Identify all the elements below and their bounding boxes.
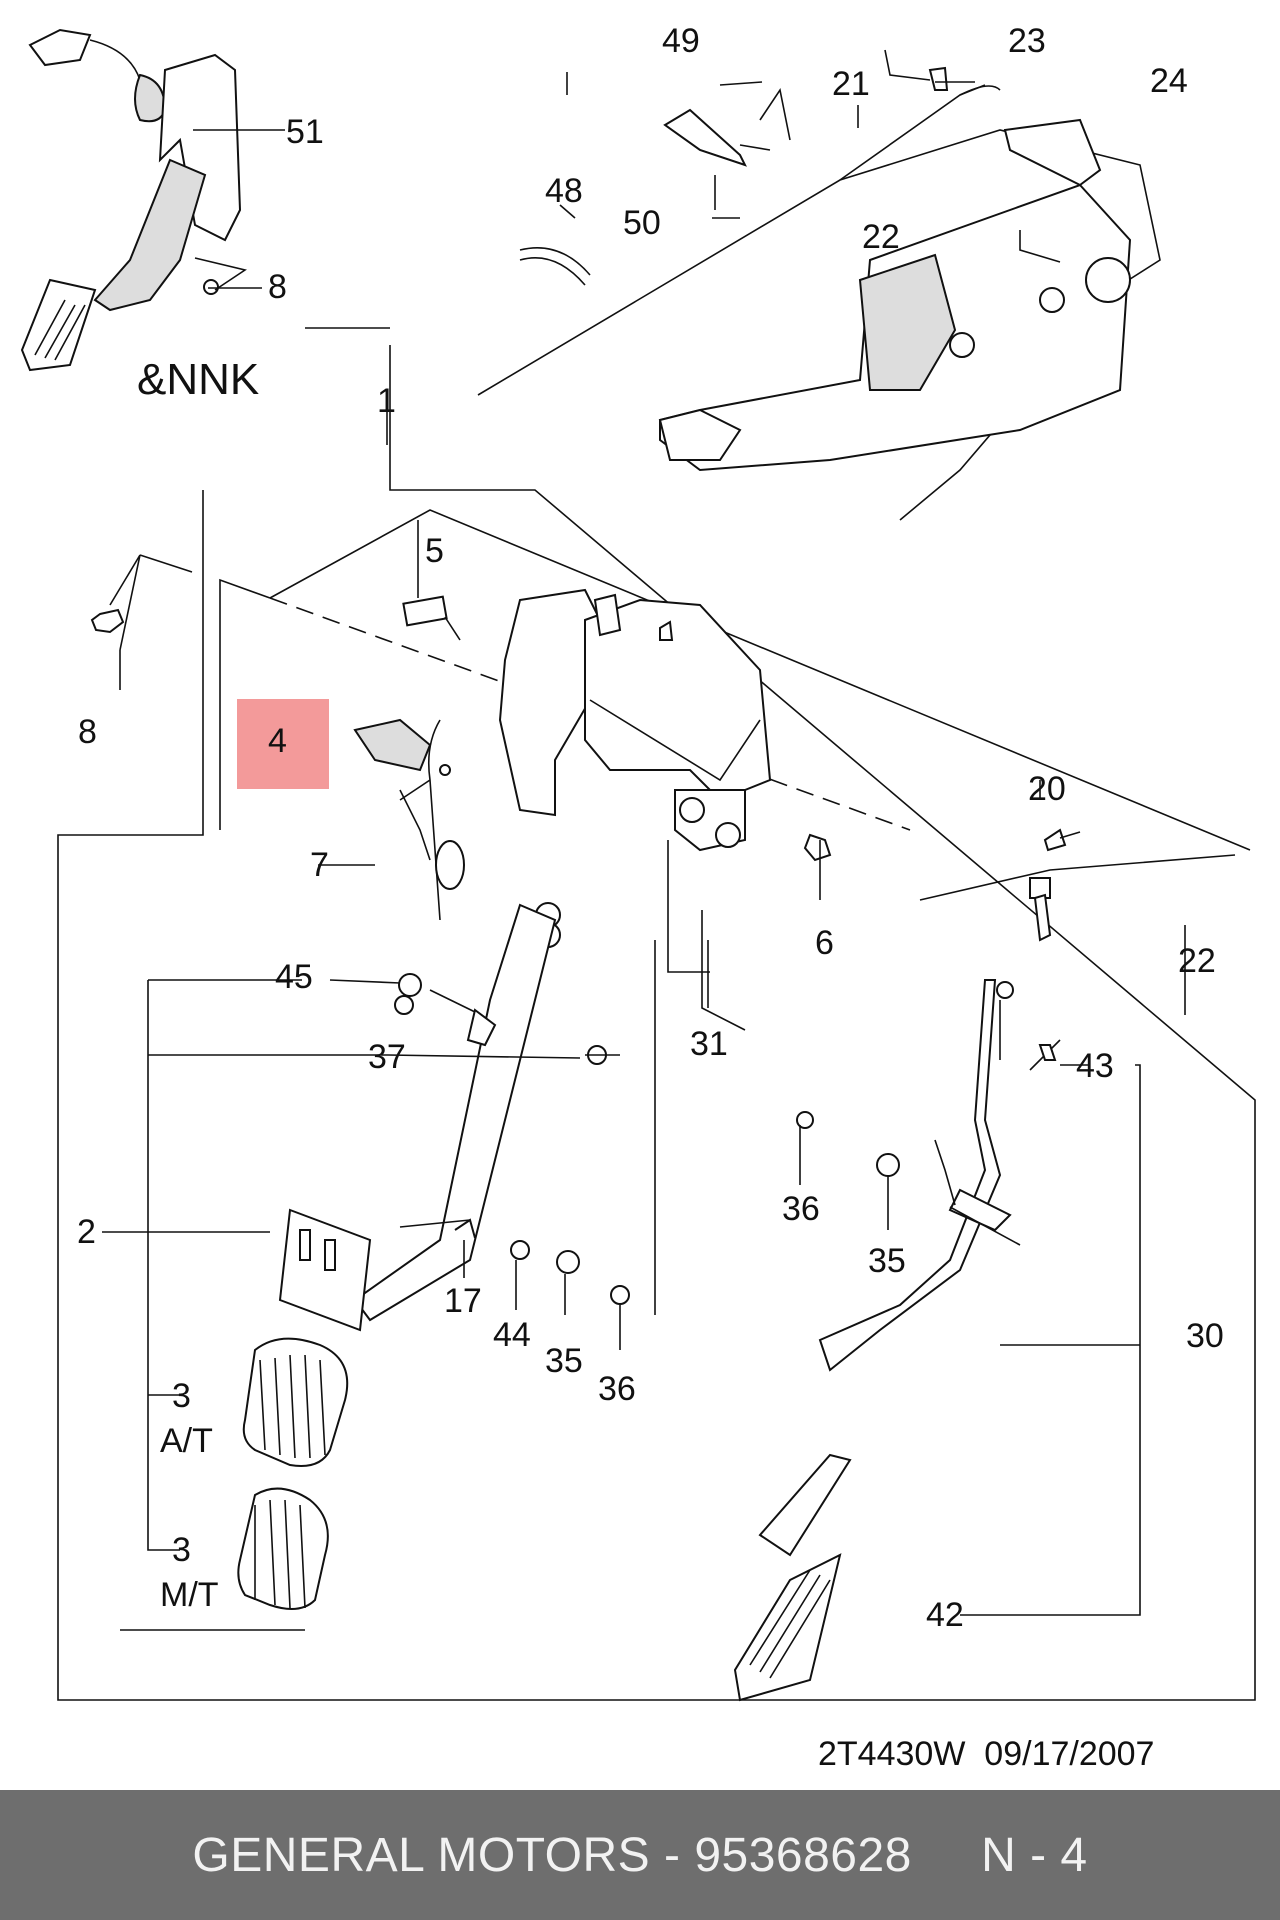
- accelerator-pedal-module-drawing: [20, 28, 247, 372]
- brake-pedal-drawing: [278, 719, 607, 1332]
- callout-label: 36: [782, 1190, 820, 1228]
- callout-label: M/T: [160, 1576, 219, 1614]
- footer-text: GENERAL MOTORS - 95368628 N - 4: [192, 1828, 1087, 1883]
- callout-label: 3: [172, 1377, 191, 1415]
- callout-label: 30: [1186, 1317, 1224, 1355]
- footer-page: N - 4: [981, 1828, 1088, 1882]
- callout-label: 22: [862, 218, 900, 256]
- callout-label: 42: [926, 1596, 964, 1634]
- callout-labels: 49 21 23 24 51 48 22 50 8 &NNK 1 5 8 4 2…: [77, 22, 1224, 1634]
- callout-label: 35: [868, 1242, 906, 1280]
- callout-label: 20: [1028, 770, 1066, 808]
- callout-label: 37: [368, 1038, 406, 1076]
- callout-label: 17: [444, 1282, 482, 1320]
- callout-label: 23: [1008, 22, 1046, 60]
- callout-label: 3: [172, 1531, 191, 1569]
- accelerator-pedal-drawing: [733, 979, 1061, 1702]
- bracket-and-cable-drawing: [477, 66, 1161, 521]
- callout-label: 51: [286, 113, 324, 151]
- callout-label: 49: [662, 22, 700, 60]
- callout-label: 22: [1178, 942, 1216, 980]
- callout-label: 45: [275, 958, 313, 996]
- footer-bar: GENERAL MOTORS - 95368628 N - 4: [0, 1790, 1280, 1920]
- callout-label: 4: [268, 722, 287, 760]
- callout-label: 2: [77, 1213, 96, 1251]
- callout-label: 8: [78, 713, 97, 751]
- callout-label: 24: [1150, 62, 1188, 100]
- callout-label: 6: [815, 924, 834, 962]
- drawing-code: 2T4430W 09/17/2007: [818, 1735, 1154, 1773]
- footer-part-number: 95368628: [694, 1828, 912, 1882]
- footer-brand: GENERAL MOTORS: [192, 1828, 651, 1882]
- callout-label: 21: [832, 65, 870, 103]
- callout-label: 5: [425, 532, 444, 570]
- pedal-bracket-drawing: [353, 588, 1236, 901]
- callout-label: 43: [1076, 1047, 1114, 1085]
- callout-label: 44: [493, 1316, 531, 1354]
- callout-label: 1: [377, 382, 396, 420]
- assembly-outline: [57, 327, 1256, 1701]
- footer-separator: -: [650, 1828, 695, 1882]
- pedal-pads-drawing: [90, 608, 1081, 1610]
- callout-label: 31: [690, 1025, 728, 1063]
- callout-label: A/T: [160, 1422, 213, 1460]
- callout-label: 8: [268, 268, 287, 306]
- callout-label: 35: [545, 1342, 583, 1380]
- highlighted-part-callout[interactable]: [237, 699, 329, 789]
- callout-label: 50: [623, 204, 661, 242]
- callout-label: &NNK: [137, 355, 259, 404]
- parts-diagram: 49 21 23 24 51 48 22 50 8 &NNK 1 5 8 4 2…: [20, 22, 1256, 1773]
- callout-label: 36: [598, 1370, 636, 1408]
- callout-label: 48: [545, 172, 583, 210]
- leader-lines: [102, 49, 1186, 1631]
- callout-label: 7: [310, 846, 329, 884]
